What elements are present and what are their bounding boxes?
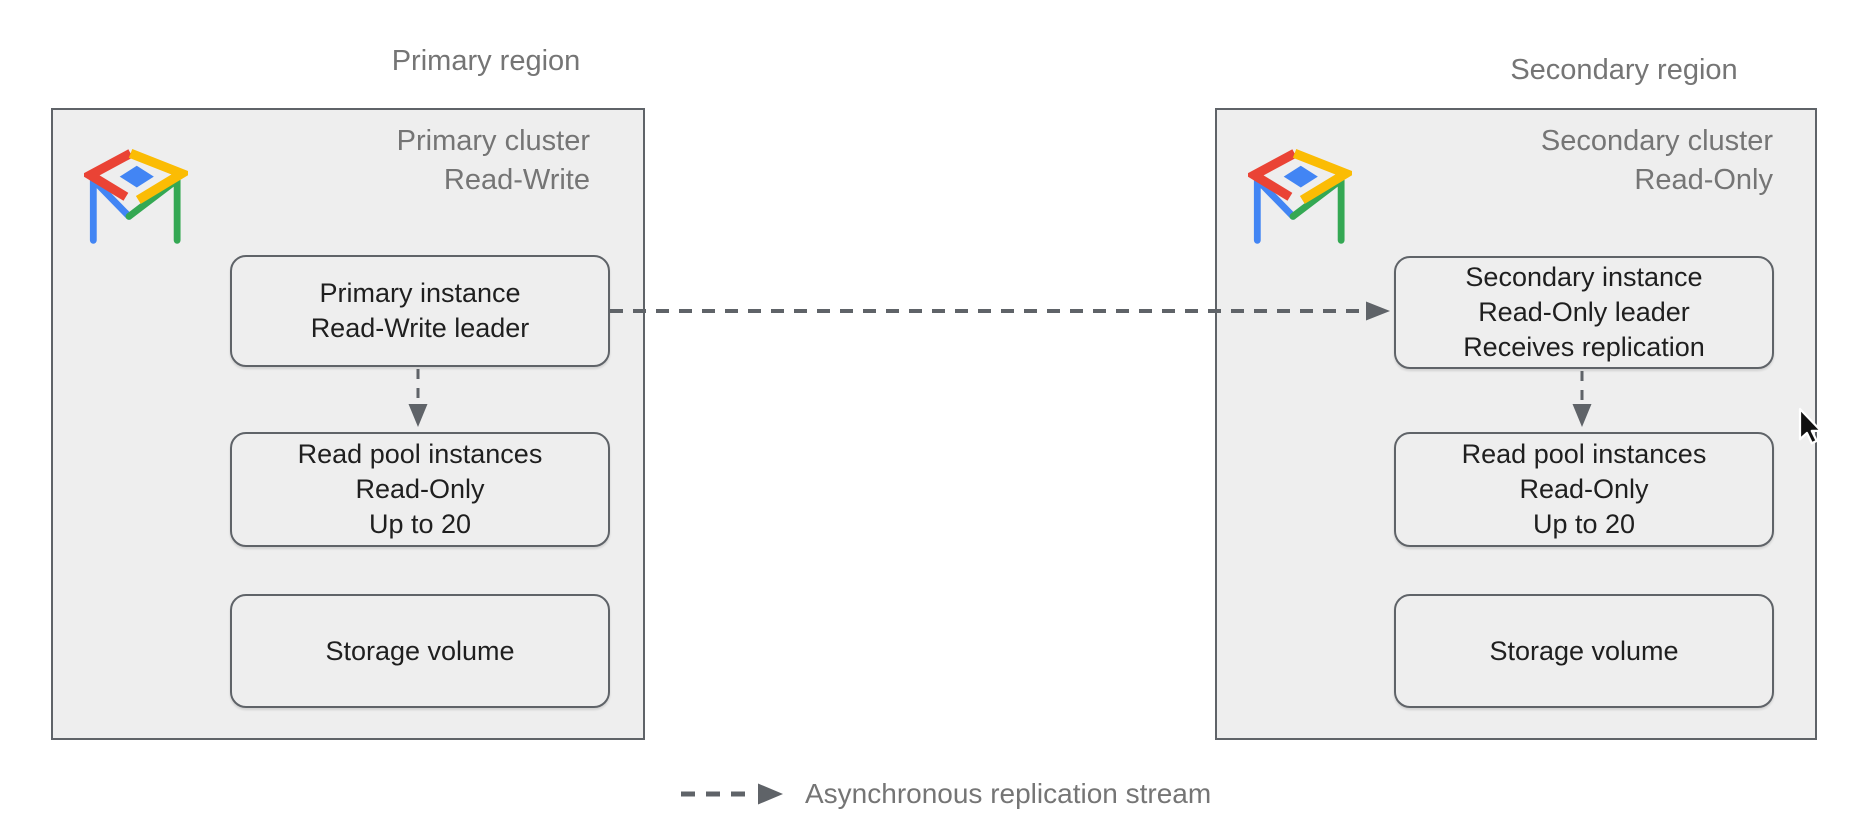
secondary-read-pool-line1: Read pool instances (1461, 439, 1707, 469)
secondary-cluster-title-line1: Secondary cluster (1540, 125, 1773, 157)
primary-instance-node: Primary instance Read-Write leader (230, 255, 610, 367)
primary-cluster-title-line1: Primary cluster (396, 125, 590, 157)
primary-cluster-title-line2: Read-Write (443, 164, 590, 196)
secondary-instance-line3: Receives replication (1463, 332, 1705, 362)
primary-instance-line1: Primary instance (319, 278, 521, 308)
secondary-instance-node: Secondary instance Read-Only leader Rece… (1394, 256, 1774, 369)
secondary-region-title: Secondary region (1510, 54, 1738, 86)
secondary-instance-line1: Secondary instance (1465, 262, 1703, 292)
primary-cluster-box: Primary cluster Read-Write Primary insta… (51, 108, 645, 740)
secondary-cluster-title-line2: Read-Only (1634, 164, 1773, 196)
primary-read-pool-line1: Read pool instances (297, 439, 543, 469)
secondary-cluster-title: Secondary cluster Read-Only (1541, 122, 1773, 200)
alloydb-icon (84, 149, 188, 244)
primary-region-title: Primary region (391, 45, 581, 77)
secondary-cluster-box: Secondary cluster Read-Only Secondary in… (1215, 108, 1817, 740)
secondary-read-pool-node: Read pool instances Read-Only Up to 20 (1394, 432, 1774, 547)
secondary-storage-node: Storage volume (1394, 594, 1774, 708)
primary-read-pool-line3: Up to 20 (368, 509, 472, 539)
secondary-storage-line1: Storage volume (1489, 635, 1679, 666)
secondary-read-pool-line2: Read-Only (1519, 474, 1649, 504)
primary-instance-line2: Read-Write leader (310, 313, 530, 343)
legend-arrow-icon (681, 783, 783, 805)
alloydb-icon (1248, 149, 1352, 244)
primary-storage-node: Storage volume (230, 594, 610, 708)
primary-cluster-title: Primary cluster Read-Write (397, 122, 590, 200)
primary-read-pool-node: Read pool instances Read-Only Up to 20 (230, 432, 610, 547)
primary-storage-line1: Storage volume (325, 635, 515, 666)
secondary-instance-line2: Read-Only leader (1478, 297, 1690, 327)
secondary-read-pool-line3: Up to 20 (1532, 509, 1636, 539)
primary-read-pool-line2: Read-Only (355, 474, 485, 504)
legend-label: Asynchronous replication stream (805, 778, 1212, 809)
